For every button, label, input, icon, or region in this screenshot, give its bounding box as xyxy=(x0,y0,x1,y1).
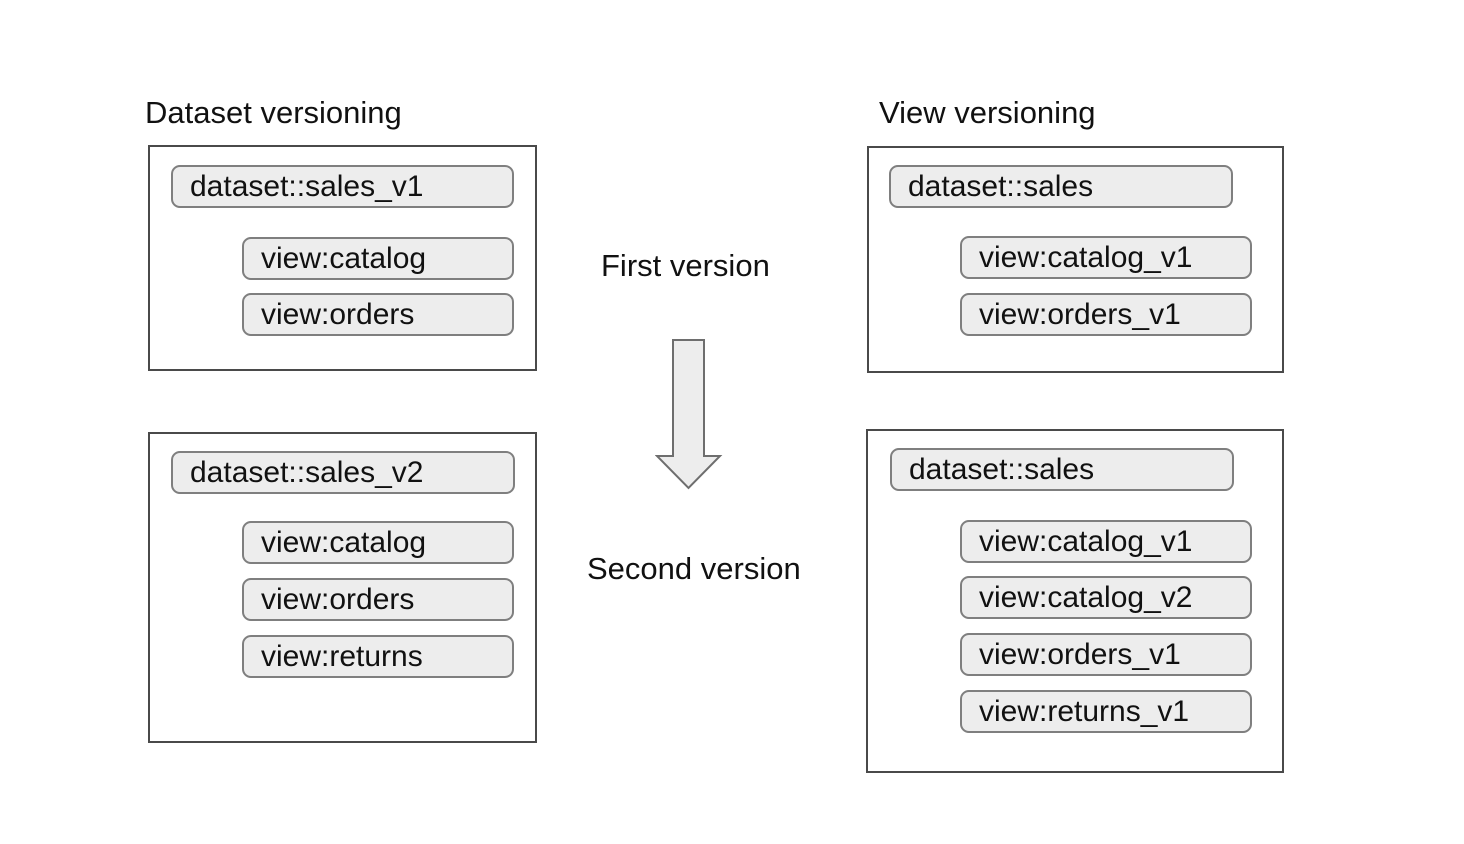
view-pill: view:orders xyxy=(242,293,514,336)
view-pill: view:catalog xyxy=(242,237,514,280)
second-version-label: Second version xyxy=(587,551,801,586)
view-pill: view:catalog_v1 xyxy=(960,520,1252,563)
view-pill: view:catalog xyxy=(242,521,514,564)
view-pill: view:orders_v1 xyxy=(960,633,1252,676)
down-arrow-icon xyxy=(655,339,723,490)
dataset-pill: dataset::sales xyxy=(890,448,1234,491)
view-pill: view:catalog_v2 xyxy=(960,576,1252,619)
view-versioning-second-box: dataset::sales view:catalog_v1 view:cata… xyxy=(866,429,1284,773)
dataset-versioning-second-box: dataset::sales_v2 view:catalog view:orde… xyxy=(148,432,537,743)
first-version-label: First version xyxy=(601,248,770,283)
dataset-pill: dataset::sales_v2 xyxy=(171,451,515,494)
dataset-pill: dataset::sales_v1 xyxy=(171,165,514,208)
dataset-versioning-title: Dataset versioning xyxy=(145,95,402,130)
view-pill: view:orders xyxy=(242,578,514,621)
view-versioning-title: View versioning xyxy=(879,95,1096,130)
dataset-versioning-first-box: dataset::sales_v1 view:catalog view:orde… xyxy=(148,145,537,371)
view-pill: view:returns xyxy=(242,635,514,678)
view-pill: view:returns_v1 xyxy=(960,690,1252,733)
view-pill: view:orders_v1 xyxy=(960,293,1252,336)
view-versioning-first-box: dataset::sales view:catalog_v1 view:orde… xyxy=(867,146,1284,373)
view-pill: view:catalog_v1 xyxy=(960,236,1252,279)
dataset-pill: dataset::sales xyxy=(889,165,1233,208)
